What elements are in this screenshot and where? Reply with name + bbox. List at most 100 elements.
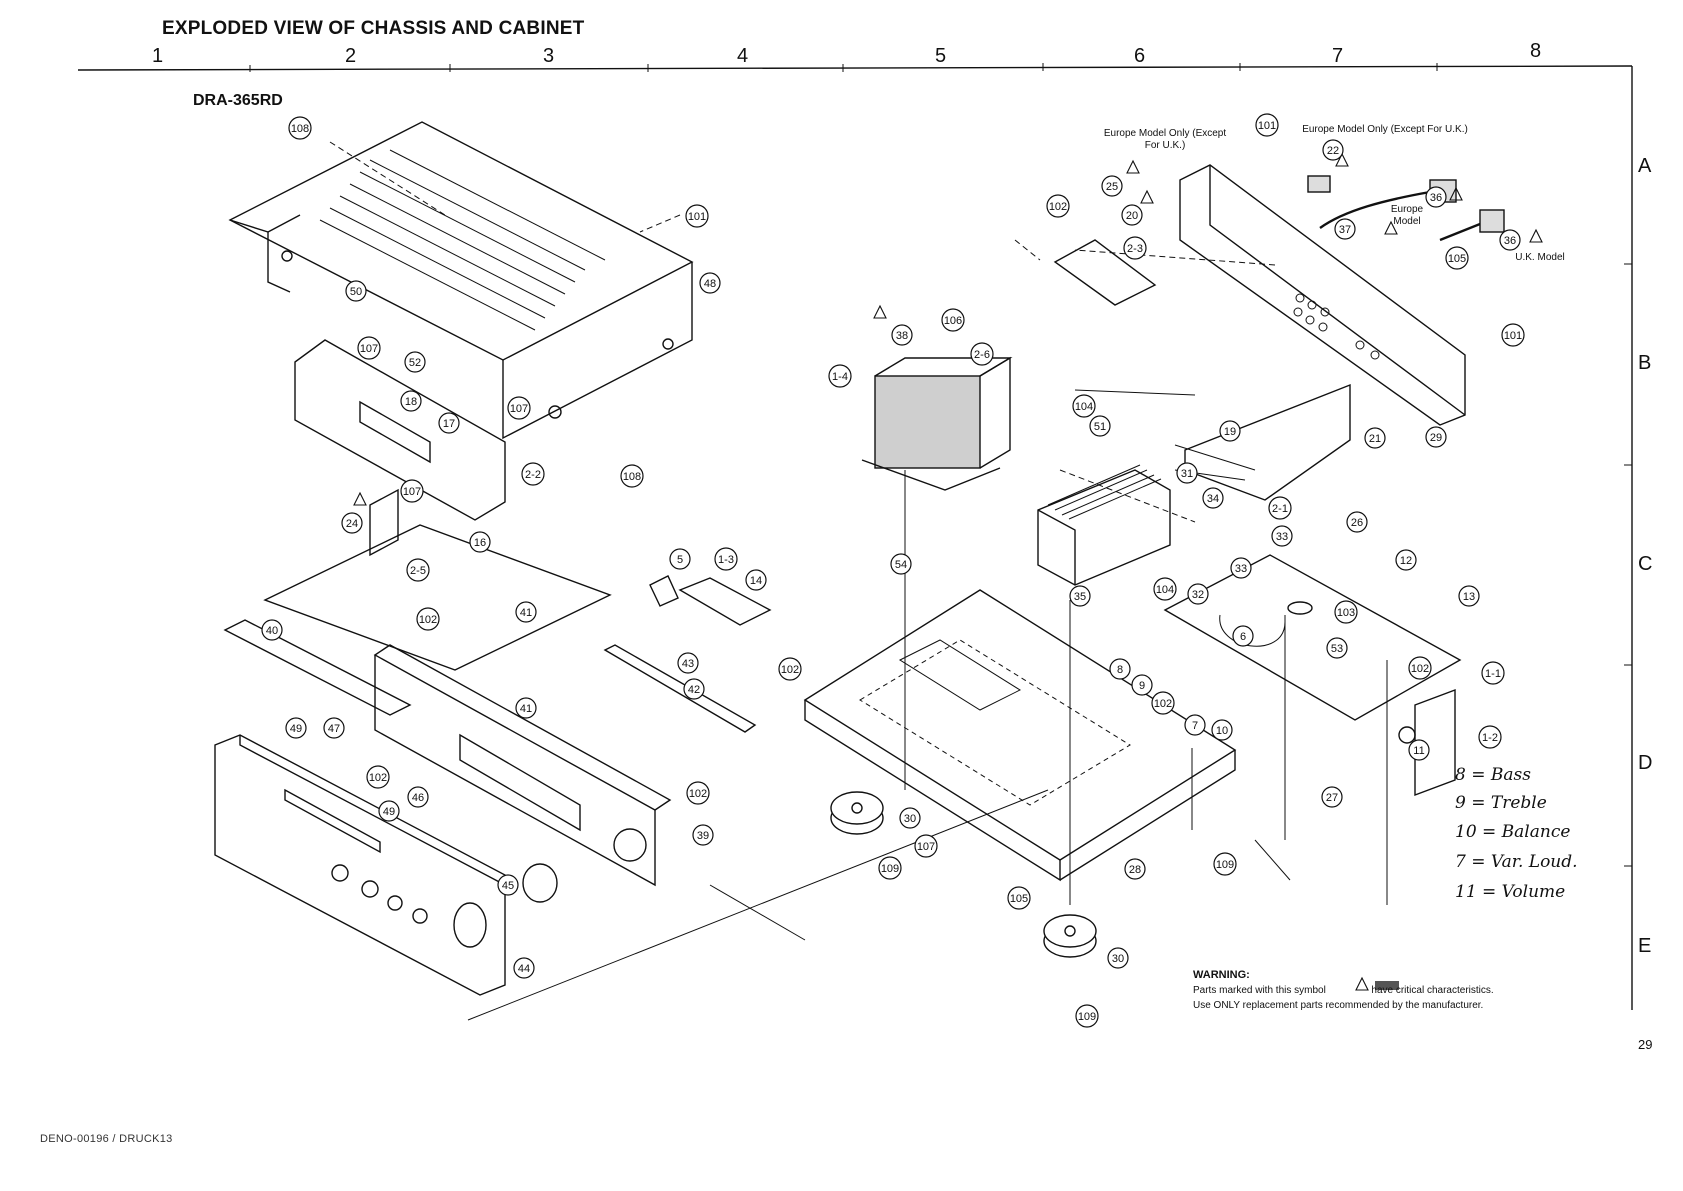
part-callout-label: 102 bbox=[689, 788, 707, 800]
part-callout: 34 bbox=[1202, 487, 1224, 509]
part-callout-label: 109 bbox=[1216, 859, 1234, 871]
grid-column-8: 8 bbox=[1530, 40, 1542, 62]
part-callout: 21 bbox=[1364, 427, 1386, 449]
warning-line2: Use ONLY replacement parts recommended b… bbox=[1193, 1000, 1484, 1011]
part-callout: 27 bbox=[1321, 786, 1343, 808]
part-callout-label: 18 bbox=[405, 396, 417, 408]
grid-column-5: 5 bbox=[935, 45, 947, 67]
part-callout-label: 102 bbox=[781, 664, 799, 676]
part-callout: 102 bbox=[1151, 691, 1175, 715]
part-callout-label: 43 bbox=[682, 658, 694, 670]
part-callout: 42 bbox=[683, 678, 705, 700]
grid-row-e: E bbox=[1638, 935, 1652, 957]
part-callout: 33 bbox=[1271, 525, 1293, 547]
part-callout: 104 bbox=[1153, 577, 1177, 601]
part-callout: 24 bbox=[341, 512, 363, 534]
part-callout-label: 5 bbox=[677, 554, 683, 566]
part-callout-label: 21 bbox=[1369, 433, 1381, 445]
part-callout-label: 20 bbox=[1126, 210, 1138, 222]
part-callout: 35 bbox=[1069, 585, 1091, 607]
part-callout-label: 39 bbox=[697, 830, 709, 842]
part-callout: 1-4 bbox=[828, 364, 852, 388]
part-callout-label: 51 bbox=[1094, 421, 1106, 433]
part-callout-label: 44 bbox=[518, 963, 530, 975]
part-callout: 17 bbox=[438, 412, 460, 434]
part-callout-label: 46 bbox=[412, 792, 424, 804]
part-callout-label: 14 bbox=[750, 575, 762, 587]
part-callout-label: 102 bbox=[419, 614, 437, 626]
part-callout: 30 bbox=[1107, 947, 1129, 969]
note-europe-except-uk-right: Europe Model Only (Except For U.K.) bbox=[1302, 124, 1468, 135]
part-callout-label: 34 bbox=[1207, 493, 1219, 505]
model-label: DRA-365RD bbox=[193, 92, 283, 109]
part-callout-label: 33 bbox=[1276, 531, 1288, 543]
part-callout: 39 bbox=[692, 824, 714, 846]
part-callout: 102 bbox=[1046, 194, 1070, 218]
part-callout: 25 bbox=[1101, 175, 1123, 197]
part-callout: 6 bbox=[1232, 625, 1254, 647]
page-number: 29 bbox=[1638, 1037, 1653, 1052]
part-callout: 105 bbox=[1445, 246, 1469, 270]
part-callout: 8 bbox=[1109, 658, 1131, 680]
part-callout-label: 35 bbox=[1074, 591, 1086, 603]
part-callout-label: 104 bbox=[1075, 401, 1093, 413]
part-callout-label: 2-3 bbox=[1127, 243, 1143, 255]
part-callout-label: 38 bbox=[896, 330, 908, 342]
part-callout: 109 bbox=[878, 856, 902, 880]
part-callout: 51 bbox=[1089, 415, 1111, 437]
part-callout: 12 bbox=[1395, 549, 1417, 571]
part-callout: 101 bbox=[685, 204, 709, 228]
part-callout-label: 102 bbox=[369, 772, 387, 784]
part-callout-label: 107 bbox=[510, 403, 528, 415]
part-callout-label: 40 bbox=[266, 625, 278, 637]
part-callout: 9 bbox=[1131, 674, 1153, 696]
part-callout-label: 2-6 bbox=[974, 349, 990, 361]
part-callout: 49 bbox=[378, 800, 400, 822]
part-callout: 36 bbox=[1499, 229, 1521, 251]
part-callout: 20 bbox=[1121, 204, 1143, 226]
part-callout-label: 107 bbox=[360, 343, 378, 355]
part-callout: 2-5 bbox=[406, 558, 430, 582]
part-callout: 101 bbox=[1255, 113, 1279, 137]
part-callout: 102 bbox=[778, 657, 802, 681]
part-callout: 102 bbox=[416, 607, 440, 631]
part-callout-label: 47 bbox=[328, 723, 340, 735]
part-callout-label: 101 bbox=[1258, 120, 1276, 132]
part-callout: 32 bbox=[1187, 583, 1209, 605]
part-callout-label: 102 bbox=[1411, 663, 1429, 675]
part-callout-label: 24 bbox=[346, 518, 358, 530]
part-callout: 26 bbox=[1346, 511, 1368, 533]
part-callout: 53 bbox=[1326, 637, 1348, 659]
part-callout-label: 49 bbox=[383, 806, 395, 818]
part-callout-label: 52 bbox=[409, 357, 421, 369]
legend-item-balance: 10 = Balance bbox=[1455, 822, 1571, 842]
part-callout-label: 19 bbox=[1224, 426, 1236, 438]
grid-row-a: A bbox=[1638, 155, 1652, 177]
part-callout-label: 108 bbox=[291, 123, 309, 135]
warning-line1-before: Parts marked with this symbol bbox=[1193, 985, 1326, 996]
part-callout: 1-3 bbox=[714, 547, 738, 571]
grid-column-1: 1 bbox=[152, 45, 164, 67]
part-callout: 14 bbox=[745, 569, 767, 591]
part-callout-label: 53 bbox=[1331, 643, 1343, 655]
part-callout-label: 11 bbox=[1413, 745, 1424, 757]
part-callout: 11 bbox=[1408, 739, 1430, 761]
part-callout: 101 bbox=[1501, 323, 1525, 347]
part-callout-label: 17 bbox=[443, 418, 455, 430]
part-callout-label: 9 bbox=[1139, 680, 1145, 692]
part-callout: 43 bbox=[677, 652, 699, 674]
part-callout-label: 22 bbox=[1327, 145, 1339, 157]
part-callout: 2-6 bbox=[970, 342, 994, 366]
part-callout-label: 27 bbox=[1326, 792, 1338, 804]
part-callout-label: 108 bbox=[623, 471, 641, 483]
part-callout-label: 48 bbox=[704, 278, 716, 290]
part-callout: 107 bbox=[400, 479, 424, 503]
part-callout: 102 bbox=[686, 781, 710, 805]
note-europe-model: Europe Model bbox=[1390, 204, 1424, 227]
grid-column-6: 6 bbox=[1134, 45, 1146, 67]
part-callout-label: 36 bbox=[1504, 235, 1516, 247]
part-callout: 109 bbox=[1213, 852, 1237, 876]
footer-code: DENO-00196 / DRUCK13 bbox=[40, 1133, 173, 1145]
part-callout: 2-1 bbox=[1268, 496, 1292, 520]
